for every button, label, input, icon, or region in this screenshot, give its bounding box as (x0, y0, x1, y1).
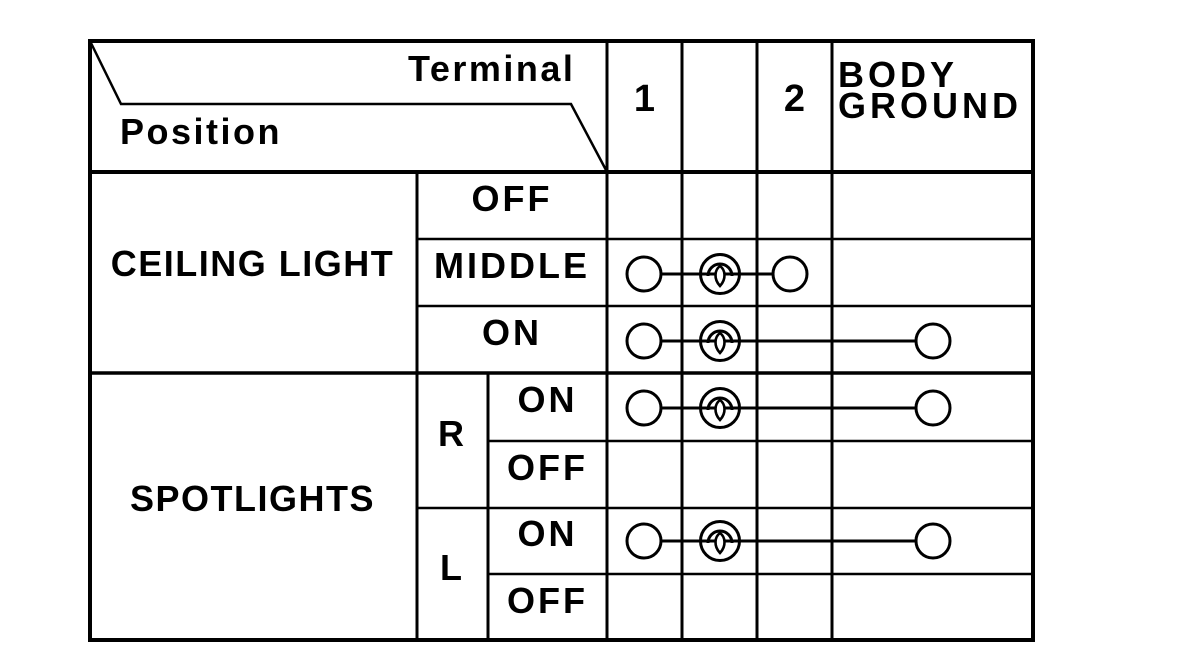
terminal-contact-circle (914, 389, 952, 427)
position-label: MIDDLE (434, 244, 590, 286)
terminal-contact-circle (625, 389, 663, 427)
position-cell-ceiling-on: ON (417, 306, 607, 373)
section-label-spotlights: SPOTLIGHTS (88, 373, 417, 642)
terminal-contact-circle (625, 522, 663, 560)
position-cell-spot-l-on: ON (488, 508, 607, 574)
side-cell-left: L (417, 508, 488, 642)
lamp-symbol-icon (699, 320, 741, 362)
side-cell-right: R (417, 373, 488, 508)
lamp-symbol-icon (699, 253, 741, 295)
spotlights-label: SPOTLIGHTS (129, 477, 375, 519)
column-header-terminal-1: 1 (607, 39, 682, 172)
column-header-lamp (682, 39, 757, 172)
position-label: ON (517, 513, 578, 554)
position-label: ON (482, 311, 542, 353)
continuity-connections (625, 253, 952, 562)
side-label-l: L (440, 547, 465, 588)
position-label: OFF (471, 177, 553, 219)
terminal-corner-label: Terminal (408, 48, 576, 89)
terminal-contact-circle (914, 322, 952, 360)
position-corner-label: Position (120, 111, 282, 152)
terminal-contact-circle (625, 322, 663, 360)
terminal-contact-circle (771, 255, 809, 293)
section-label-ceiling-light: CEILING LIGHT (88, 172, 417, 373)
ceiling-light-label: CEILING LIGHT (110, 242, 395, 284)
position-cell-spot-l-off: OFF (488, 574, 607, 642)
terminal-1-label: 1 (633, 78, 656, 120)
column-header-terminal-2: 2 (757, 39, 832, 172)
position-cell-ceiling-middle: MIDDLE (417, 239, 607, 306)
terminal-2-label: 2 (783, 78, 806, 120)
lamp-symbol-icon (699, 520, 741, 562)
position-label: ON (517, 379, 578, 420)
lamp-symbol-icon (699, 387, 741, 429)
position-cell-ceiling-off: OFF (417, 172, 607, 239)
terminal-contact-circle (914, 522, 952, 560)
position-cell-spot-r-on: ON (488, 373, 607, 441)
position-label: OFF (507, 580, 588, 621)
position-label: OFF (507, 446, 588, 488)
terminal-contact-circle (625, 255, 663, 293)
position-cell-spot-r-off: OFF (488, 441, 607, 508)
side-label-r: R (438, 412, 467, 454)
column-header-body-ground: BODY GROUND (838, 54, 1022, 126)
corner-diagonal-band (88, 40, 608, 171)
